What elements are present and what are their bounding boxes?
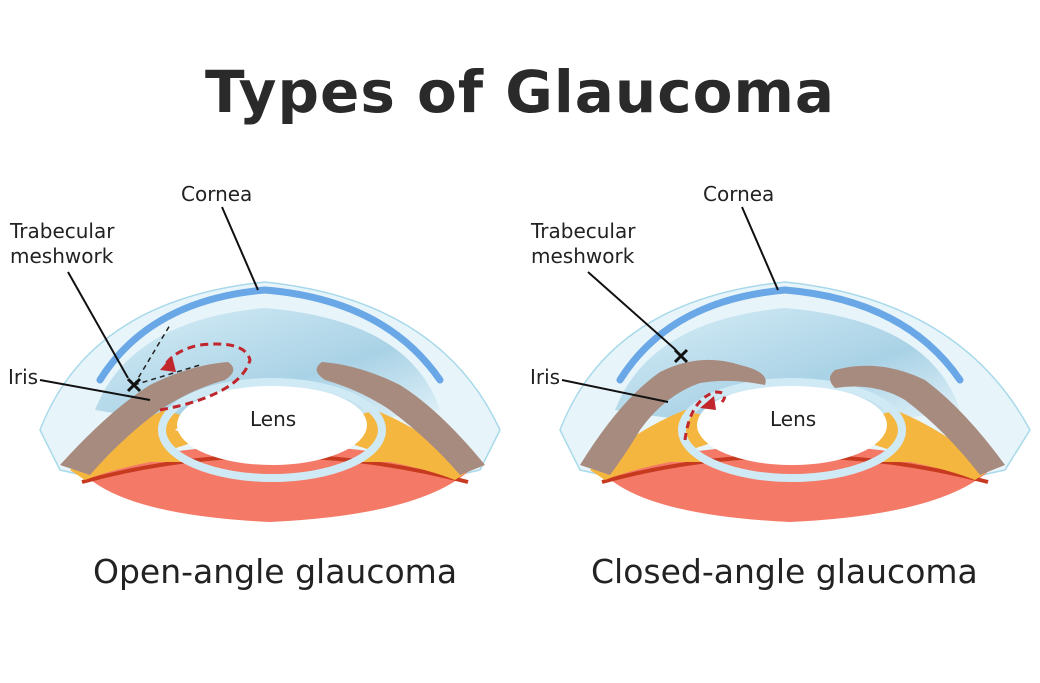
iris-right (830, 365, 1005, 475)
ciliary-body-right (860, 410, 990, 480)
open-angle-eye (39, 206, 501, 522)
label-iris-open: Iris (8, 365, 38, 389)
iris-right (316, 362, 485, 475)
label-cornea-closed: Cornea (703, 182, 774, 206)
label-lens-open: Lens (250, 407, 296, 431)
ciliary-body-left (70, 410, 200, 480)
iris-left (580, 359, 766, 475)
trabecular-marker (673, 348, 689, 364)
page-title: Types of Glaucoma (204, 58, 836, 126)
trabecular-marker (126, 377, 142, 393)
caption-open-angle: Open-angle glaucoma (93, 552, 457, 591)
ciliary-body-right (340, 410, 470, 480)
label-iris-closed: Iris (530, 365, 560, 389)
fluid-flow-arrow (159, 342, 252, 412)
label-trabecular-closed-1: Trabecular (530, 219, 636, 243)
iris-left (60, 362, 234, 475)
label-trabecular-open-2: meshwork (10, 244, 114, 268)
cornea-line (616, 286, 964, 384)
label-trabecular-closed-2: meshwork (531, 244, 635, 268)
caption-closed-angle: Closed-angle glaucoma (591, 552, 978, 591)
lens (177, 385, 367, 465)
closed-angle-eye (559, 206, 1031, 522)
cornea-line (96, 286, 444, 384)
label-cornea-open: Cornea (181, 182, 252, 206)
fluid-flow-arrow (683, 390, 727, 441)
label-lens-closed: Lens (770, 407, 816, 431)
lens (697, 385, 887, 465)
label-trabecular-open-1: Trabecular (9, 219, 115, 243)
